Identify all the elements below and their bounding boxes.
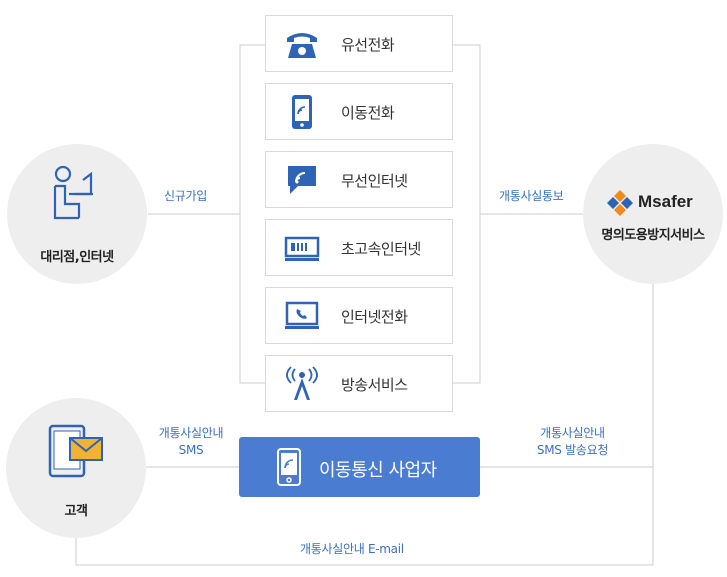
- service-landline: 유선전화: [265, 15, 453, 72]
- service-label: 무선인터넷: [341, 172, 408, 190]
- wireless-bubble-icon: [288, 166, 316, 194]
- services-left-bracket: [239, 44, 265, 384]
- flow-signup: 신규가입: [164, 189, 207, 203]
- mobile-phone-icon: [292, 95, 312, 129]
- flow-email: 개통사실안내 E-mail: [300, 542, 404, 556]
- person-at-laptop-icon: [53, 165, 93, 220]
- flow-notify: 개통사실통보: [499, 189, 564, 203]
- customer-label: 고객: [64, 504, 88, 519]
- service-label: 인터넷전화: [341, 308, 408, 326]
- service-label: 방송서비스: [341, 376, 408, 394]
- flow-sms-request: 개통사실안내 SMS 발송요청: [525, 425, 620, 459]
- agency-node: 대리점,인터넷: [7, 144, 147, 284]
- landline-phone-icon: [287, 33, 317, 58]
- service-label: 이동전화: [341, 104, 395, 122]
- msafer-logo-icon: [607, 190, 633, 216]
- service-wireless-internet: 무선인터넷: [265, 151, 453, 208]
- mobile-phone-icon: [277, 448, 301, 486]
- service-broadband: 초고속인터넷: [265, 219, 453, 276]
- broadcast-tower-icon: [286, 366, 318, 400]
- email-line: [75, 535, 653, 566]
- msafer-logo-text: Msafer: [638, 192, 693, 211]
- service-broadcast: 방송서비스: [265, 355, 453, 412]
- service-internet-phone: 인터넷전화: [265, 287, 453, 344]
- service-label: 초고속인터넷: [341, 240, 421, 258]
- flow-sms-request-line1: 개통사실안내: [540, 426, 605, 440]
- agency-label: 대리점,인터넷: [40, 250, 114, 265]
- msafer-node: Msafer 명의도용방지서비스: [583, 144, 723, 284]
- broadband-modem-icon: [284, 236, 320, 261]
- flow-sms-customer: 개통사실안내 SMS: [150, 425, 232, 459]
- carrier-label: 이동통신 사업자: [319, 460, 437, 481]
- service-label: 유선전화: [341, 36, 395, 54]
- flow-sms-request-line2: SMS 발송요청: [536, 443, 609, 457]
- service-mobile: 이동전화: [265, 83, 453, 140]
- tablet-envelope-icon: [48, 424, 103, 478]
- internet-phone-icon: [285, 301, 319, 329]
- customer-node: 고객: [6, 398, 146, 538]
- msafer-label: 명의도용방지서비스: [601, 228, 705, 243]
- flow-sms-customer-line2: SMS: [178, 443, 204, 457]
- services-right-bracket: [453, 44, 481, 384]
- flow-sms-customer-line1: 개통사실안내: [158, 426, 224, 440]
- carrier-node: 이동통신 사업자: [239, 437, 480, 497]
